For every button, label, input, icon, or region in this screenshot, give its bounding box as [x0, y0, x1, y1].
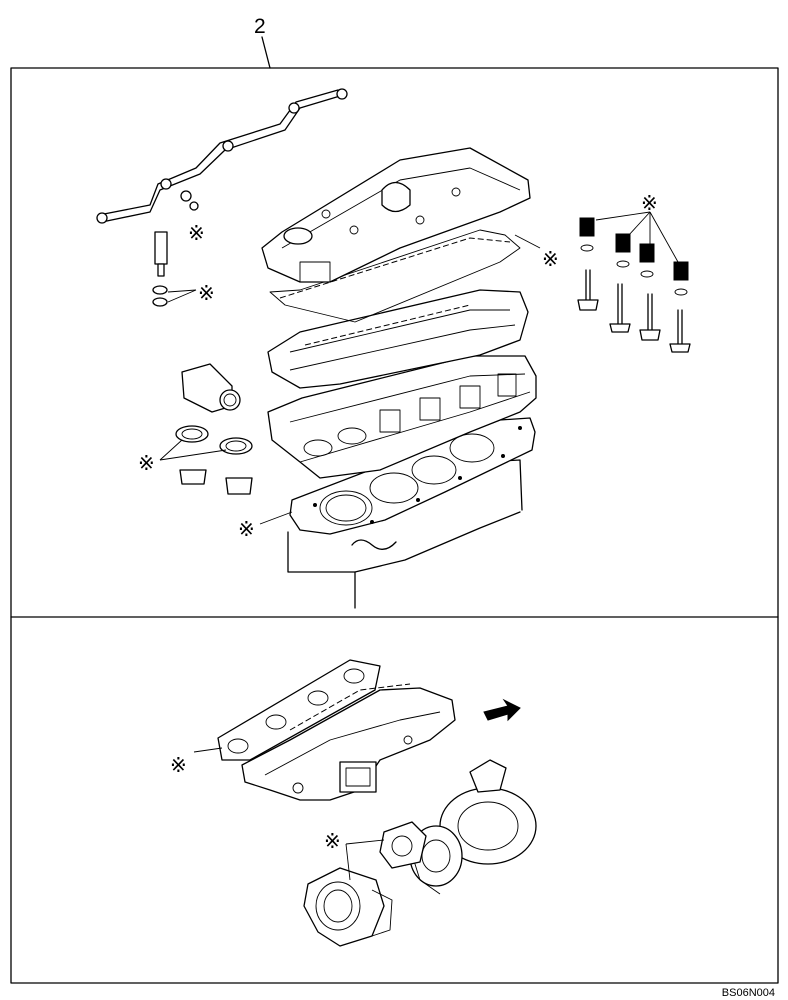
rocker-housing: [267, 289, 529, 389]
lower-leader-lines: [193, 747, 385, 881]
head-gasket: [289, 417, 536, 535]
callout-leader: [261, 36, 271, 69]
rocker-cover-gasket: [269, 229, 521, 323]
upper-leader-lines: [159, 211, 679, 525]
direction-arrow: [483, 698, 521, 722]
gasket-marker: ※: [138, 451, 155, 475]
gasket-marker: ※: [542, 247, 559, 271]
gasket-marker: ※: [170, 753, 187, 777]
injector: [152, 190, 199, 307]
drawing-code: BS06N004: [722, 987, 775, 999]
gasket-marker: ※: [238, 517, 255, 541]
turbocharger: [409, 759, 537, 895]
gasket-marker: ※: [324, 829, 341, 853]
turbo-gasket: [379, 821, 427, 869]
turbo-elbow: [303, 867, 393, 947]
callout-number: 2: [254, 15, 266, 38]
valves: [577, 269, 691, 353]
exhaust-manifold-gasket: [217, 659, 381, 761]
gasket-marker: ※: [198, 281, 215, 305]
gasket-marker: ※: [641, 191, 658, 215]
thermostat-housing: [181, 363, 241, 413]
cylinder-head: [267, 355, 537, 479]
thermostats: [175, 425, 253, 495]
exhaust-manifold: [241, 683, 456, 801]
gasket-marker: ※: [188, 221, 205, 245]
valve-stem-seals: [579, 217, 689, 296]
diagram-frame: [10, 67, 779, 984]
injection-pipes: [96, 88, 348, 224]
rocker-cover: [261, 147, 531, 283]
